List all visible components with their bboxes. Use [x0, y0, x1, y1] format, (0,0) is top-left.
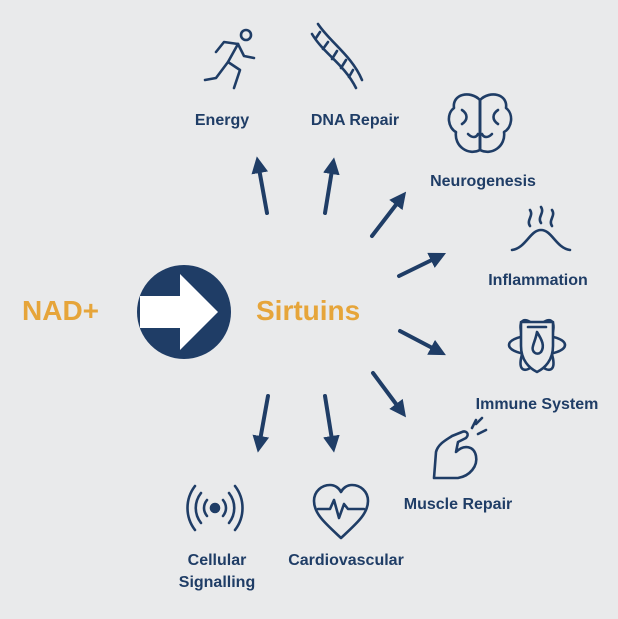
arrow-cellular-signalling	[252, 394, 270, 453]
arrow-energy	[251, 156, 269, 215]
source-label: NAD+	[22, 295, 100, 326]
inflammation-icon	[510, 205, 572, 252]
brain-icon	[447, 93, 513, 153]
heartbeat-icon	[312, 483, 370, 540]
label-neurogenesis: Neurogenesis	[430, 173, 536, 190]
hub-label: Sirtuins	[256, 295, 361, 326]
dna-helix-icon	[310, 22, 364, 90]
immune-shield-icon	[507, 318, 567, 374]
arrow-inflammation	[397, 252, 447, 278]
label-muscle-repair: Muscle Repair	[403, 496, 513, 513]
arrow-dna-repair	[323, 157, 340, 215]
arrow-muscle-repair	[371, 371, 407, 418]
flexed-arm-icon	[432, 416, 488, 480]
hub-arrow-icon	[140, 274, 218, 350]
label-cellular-signalling: Cellular Signalling	[178, 552, 256, 591]
label-cardiovascular: Cardiovascular	[288, 552, 404, 569]
arrow-immune-system	[398, 329, 446, 356]
label-immune-system: Immune System	[475, 396, 599, 413]
signal-waves-icon	[186, 484, 244, 532]
running-person-icon	[203, 28, 256, 90]
label-energy: Energy	[194, 112, 250, 129]
label-inflammation: Inflammation	[488, 272, 588, 289]
arrow-cardiovascular	[323, 394, 340, 453]
label-dna-repair: DNA Repair	[310, 112, 400, 129]
arrow-neurogenesis	[370, 191, 407, 238]
hub-circle	[137, 265, 231, 359]
arrows	[251, 156, 447, 453]
